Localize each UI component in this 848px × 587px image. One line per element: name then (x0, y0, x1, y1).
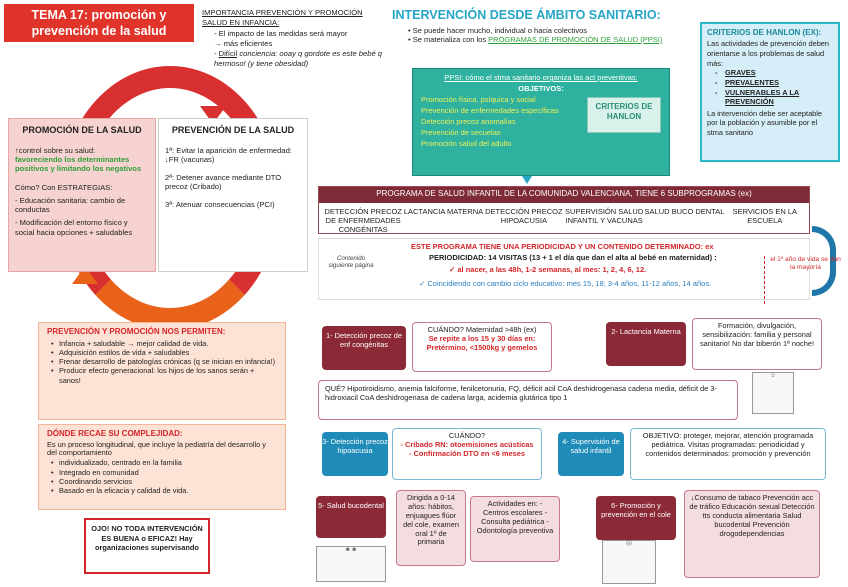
periodicidad-line-4: ✓ Coincidiendo con cambio ciclo educativ… (419, 279, 712, 288)
promocion-strategy-1: - Educación sanitaria: cambio de conduct… (15, 196, 126, 215)
hanlon-criteria-button: CRITERIOS DE HANLON (587, 97, 661, 133)
sub4-box: OBJETIVO: proteger, mejorar, atención pr… (630, 428, 826, 480)
programa-box: PROGRAMA DE SALUD INFANTIL DE LA COMUNID… (318, 186, 810, 234)
prevencion-title: PREVENCIÓN DE LA SALUD (171, 125, 295, 135)
importancia-item-1: El impacto de las medidas será mayor→ má… (214, 29, 387, 49)
importancia-note: IMPORTANCIA PREVENCIÓN Y PROMOCIÓN SALUD… (202, 8, 387, 69)
hanlon-outro: La intervención debe ser aceptable por l… (707, 108, 823, 138)
periodicidad-line-2: PERIODICIDAD: 14 VISITAS (13 + 1 el día … (429, 253, 717, 262)
programa-col: SUPERVISIÓN SALUD INFANTIL Y VACUNAS (565, 207, 644, 225)
prevencion-primaria: 1ª: Evitar la aparición de enfermedad: ↓… (165, 145, 292, 164)
sub1-repite: Se repite a los 15 y 30 días en: Pretérm… (426, 333, 538, 352)
promocion-title: PROMOCIÓN DE LA SALUD (22, 125, 142, 135)
ppsi-objective: Prevención de enfermedades específicas (421, 105, 559, 115)
hanlon-item: VULNERABLES A LA PREVENCIÓN (715, 88, 833, 107)
promocion-box: PROMOCIÓN DE LA SALUD ↑control sobre su … (8, 118, 156, 272)
periodicidad-box: Contenido siguiente página ESTE PROGRAMA… (318, 238, 810, 300)
sanitario-bullet-2: Se materializa con los PROGRAMAS DE PROM… (408, 35, 682, 44)
permiten-item: Producir efecto generacional: los hijos … (51, 366, 277, 385)
que-box: QUÉ? Hipotiroidismo, anemia falciforme, … (318, 380, 738, 420)
sub6-label: 6- Promoción y prevención en el cole (596, 496, 676, 540)
permiten-title: PREVENCIÓN Y PROMOCIÓN NOS PERMITEN: (47, 327, 226, 336)
ppsi-box: PPSI: cómo el stma sanitario organiza la… (412, 68, 670, 176)
promocion-control: ↑control sobre su salud: (15, 145, 96, 155)
prevencion-terciaria: 3ª: Atenuar consecuencias (PCI) (165, 200, 275, 210)
permiten-item: Adquisición estilos de vida + saludables (51, 348, 277, 358)
contenido-note: Contenido siguiente página (328, 255, 374, 270)
permiten-item: Infancia + saludable → mejor calidad de … (51, 339, 277, 349)
promocion-green: favoreciendo los determinantes positivos… (15, 154, 142, 174)
periodicidad-line-1: ESTE PROGRAMA TIENE UNA PERIODICIDAD Y U… (411, 242, 714, 251)
baby-cartoon: ☺ (752, 372, 794, 414)
programa-col: DETECCIÓN PRECOZ DE ENFERMEDADES CONGÉNI… (324, 207, 402, 234)
programa-col: LACTANCIA MATERNA (403, 207, 484, 216)
promocion-strategy-2: - Modificación del entorno físico y soci… (15, 218, 133, 237)
sub5-box-a: Dirigida a 0-14 años: hábitos, enjuagues… (396, 490, 466, 566)
ppsi-objective: Prevención de secuelas (421, 127, 501, 137)
primer-ano-note: el 1º año de vida se dan la mayoría (764, 256, 844, 304)
complejidad-item: Basado en la eficacia y calidad de vida. (51, 486, 277, 496)
ppsi-heading: PPSI: cómo el stma sanitario organiza la… (444, 73, 638, 82)
promocion-como: Cómo? Con ESTRATEGIAS: (15, 183, 113, 193)
programa-header: PROGRAMA DE SALUD INFANTIL DE LA COMUNID… (319, 187, 809, 203)
importancia-heading: IMPORTANCIA PREVENCIÓN Y PROMOCIÓN SALUD… (202, 8, 363, 27)
ojo-warning: OJO! NO TODA INTERVENCIÓN ES BUENA o EFI… (84, 518, 210, 574)
teeth-cartoon: ☻☻ (316, 546, 386, 582)
sub3-label: 3- Detección precoz hipoacusia (322, 432, 388, 476)
page-title: TEMA 17: promoción y prevención de la sa… (4, 4, 194, 42)
ppsi-objetivos-label: OBJETIVOS: (518, 84, 564, 93)
ppsi-objective: Promoción salud del adulto (421, 138, 512, 148)
sub3-box: CUÁNDO? - Cribado RN: otoemisiones acúst… (392, 428, 542, 480)
sub4-label: 4- Supervisión de salud infantil (558, 432, 624, 476)
ppsi-objective: Detección precoz anomalías (421, 116, 516, 126)
sub3-cribado: - Cribado RN: otoemisiones acústicas (400, 439, 534, 449)
complejidad-intro: Es un proceso longitudinal, que incluye … (47, 439, 266, 458)
prevencion-box: PREVENCIÓN DE LA SALUD 1ª: Evitar la apa… (158, 118, 308, 272)
hanlon-intro: Las actividades de prevención deben orie… (707, 39, 830, 68)
sub2-label: 2- Lactancia Materna (606, 322, 686, 366)
importancia-item-2: Difícil conciencia: ooay q gordote es es… (214, 49, 387, 69)
permiten-box: PREVENCIÓN Y PROMOCIÓN NOS PERMITEN: Inf… (38, 322, 286, 420)
hanlon-item: GRAVES (715, 68, 833, 78)
programa-col: DETECCIÓN PRECOZ HIPOACUSIA (485, 207, 563, 225)
sub3-confirmacion: - Confirmación DTO en <6 meses (409, 448, 525, 458)
ppsi-objective: Promoción física, psíquica y social (421, 95, 536, 104)
kid-cartoon: ☹ (602, 540, 656, 584)
sanitario-bullet-1: Se puede hacer mucho, individual o hacia… (408, 26, 682, 35)
sub5-label: 5- Salud bucodental (316, 496, 386, 538)
complejidad-item: Integrado en comunidad (51, 468, 277, 478)
sanitario-section: INTERVENCIÓN DESDE ÁMBITO SANITARIO: Se … (392, 8, 682, 44)
complejidad-item: Coordinando servicios (51, 477, 277, 487)
sub6-box: ↓Consumo de tabaco Prevención acc de trá… (684, 490, 820, 578)
complejidad-item: individualizado, centrado en la familia (51, 458, 277, 468)
sub2-box: Formación, divulgación, sensibilización:… (692, 318, 822, 370)
sub5-box-b: Actividades en: - Centros escolares - Co… (470, 496, 560, 562)
hanlon-title: CRITERIOS DE HANLON (EX): (707, 28, 822, 37)
complejidad-box: DÓNDE RECAE SU COMPLEJIDAD: Es un proces… (38, 424, 286, 510)
sub1-cuando: CUÁNDO? Maternidad >48h (ex) (427, 325, 537, 334)
periodicidad-line-3: ✓ al nacer, a las 48h, 1-2 semanas, al m… (449, 265, 647, 274)
sub1-box: CUÁNDO? Maternidad >48h (ex) Se repite a… (412, 322, 552, 372)
programa-col: SALUD BUCO DENTAL (644, 207, 725, 216)
prevencion-secundaria: 2ª: Detener avance mediante DTO precoz (… (165, 173, 282, 192)
hanlon-item: PREVALENTES (715, 78, 833, 88)
programa-col: SERVICIOS EN LA ESCUELA (732, 207, 798, 225)
sub1-label: 1- Detección precoz de enf congénitas (322, 326, 406, 370)
complejidad-title: DÓNDE RECAE SU COMPLEJIDAD: (47, 429, 183, 438)
sub3-cuando: CUÁNDO? (448, 431, 486, 440)
permiten-item: Frenar desarrollo de patologías crónicas… (51, 357, 277, 367)
ppsi-link: PROGRAMAS DE PROMOCIÓN DE SALUD (PPSI) (488, 35, 663, 44)
down-arrow (522, 176, 532, 184)
sanitario-title: INTERVENCIÓN DESDE ÁMBITO SANITARIO: (392, 8, 661, 22)
hanlon-box: CRITERIOS DE HANLON (EX): Las actividade… (700, 22, 840, 162)
